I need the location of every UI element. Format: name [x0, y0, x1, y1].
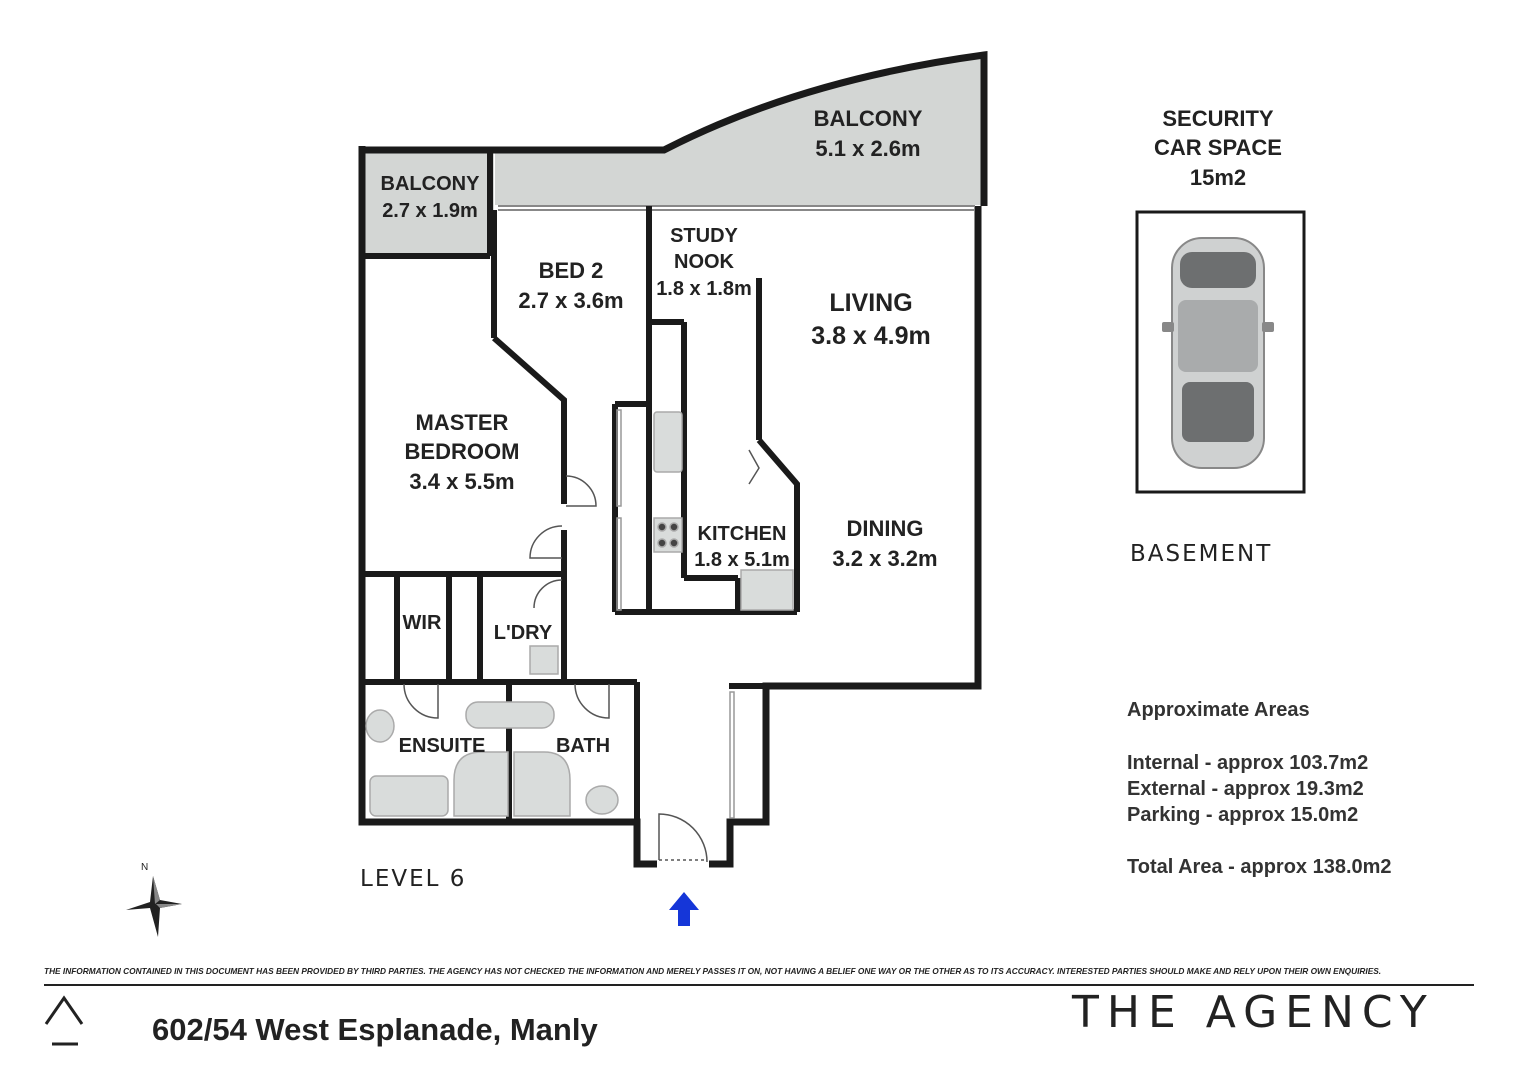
areas-heading: Approximate Areas: [1127, 699, 1310, 721]
master-label-1: MASTER: [416, 410, 509, 435]
kitchen-label: KITCHEN: [698, 523, 787, 545]
room-labels: BALCONY 5.1 x 2.6m BALCONY 2.7 x 1.9m BE…: [381, 106, 938, 757]
areas-external: External - approx 19.3m2: [1127, 778, 1364, 800]
footer-rule: [44, 984, 1474, 986]
master-label-2: BEDROOM: [405, 439, 520, 464]
balcony-large-size: 5.1 x 2.6m: [815, 136, 920, 161]
laundry-label: L'DRY: [494, 622, 553, 644]
bed2-size: 2.7 x 3.6m: [518, 288, 623, 313]
study-label-2: NOOK: [674, 251, 735, 273]
compass-icon: N: [126, 862, 182, 937]
disclaimer: THE INFORMATION CONTAINED IN THIS DOCUME…: [44, 966, 1382, 976]
master-size: 3.4 x 5.5m: [409, 469, 514, 494]
areas-internal: Internal - approx 103.7m2: [1127, 752, 1368, 774]
bed2-label: BED 2: [539, 258, 604, 283]
fixtures: [365, 411, 794, 817]
balcony-small-label: BALCONY: [381, 173, 481, 195]
balcony-large-area: [495, 55, 984, 205]
balcony-small-size: 2.7 x 1.9m: [382, 200, 478, 222]
interior-walls: [362, 150, 800, 822]
car-icon: [1162, 237, 1274, 469]
balcony-large-label: BALCONY: [814, 106, 923, 131]
study-size: 1.8 x 1.8m: [656, 278, 752, 300]
wir-label: WIR: [403, 612, 442, 634]
living-size: 3.8 x 4.9m: [811, 322, 931, 350]
areas-parking: Parking - approx 15.0m2: [1127, 804, 1358, 826]
level-label: LEVEL 6: [360, 866, 466, 892]
basement-label: BASEMENT: [1130, 541, 1272, 567]
dining-label: DINING: [847, 516, 924, 541]
car-space-line-1: SECURITY: [1162, 106, 1274, 131]
car-space: SECURITY CAR SPACE 15m2 BASEMENT: [1130, 106, 1306, 567]
agency-logo-icon: [44, 995, 84, 1046]
approximate-areas: Approximate Areas Internal - approx 103.…: [1127, 699, 1392, 878]
property-address: 602/54 West Esplanade, Manly: [152, 1012, 598, 1047]
compass-north-label: N: [141, 862, 148, 873]
areas-total: Total Area - approx 138.0m2: [1127, 856, 1392, 878]
car-space-line-3: 15m2: [1190, 165, 1246, 190]
living-label: LIVING: [829, 289, 912, 317]
entry-arrow-icon: [669, 892, 699, 926]
study-label-1: STUDY: [670, 225, 738, 247]
bath-label: BATH: [556, 735, 610, 757]
balcony-small-area: [362, 150, 494, 254]
car-space-line-2: CAR SPACE: [1154, 135, 1282, 160]
kitchen-size: 1.8 x 5.1m: [694, 549, 790, 571]
dining-size: 3.2 x 3.2m: [832, 546, 937, 571]
door-swings: [403, 409, 760, 863]
brand-name: THE AGENCY: [1072, 987, 1435, 1038]
ensuite-label: ENSUITE: [399, 735, 486, 757]
